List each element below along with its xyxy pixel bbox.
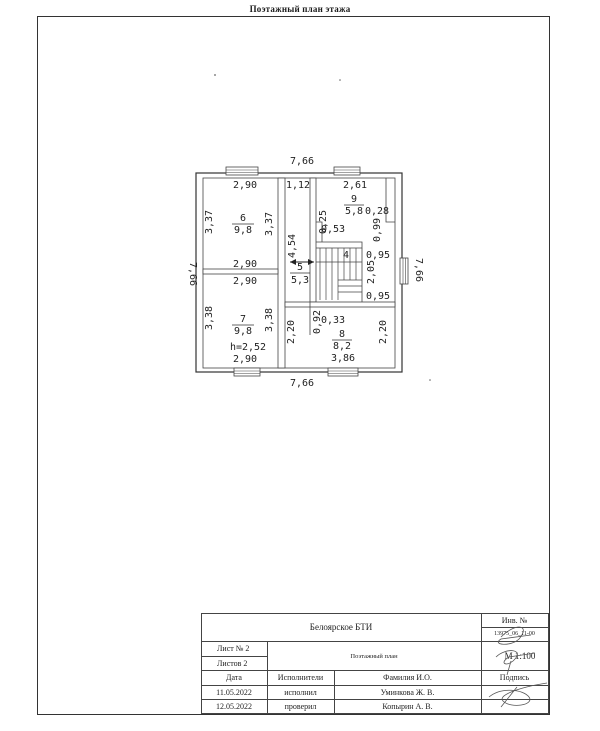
dim-right: 7,66 <box>413 258 424 282</box>
room9-dim-a: 0,28 <box>365 206 389 217</box>
page-title: Поэтажный план этажа <box>249 4 351 14</box>
stair-dim-c: 2,05 <box>366 260 377 284</box>
stamp-line <box>201 713 549 714</box>
wall-horizontal-left <box>202 268 279 275</box>
window-bottom-right <box>327 367 359 377</box>
room6-top-dim: 2,90 <box>233 180 257 191</box>
stamp-line <box>548 613 549 714</box>
drawing-frame <box>37 16 550 715</box>
sheets-total: Листов 2 <box>217 658 248 668</box>
scale: М 1:100 <box>504 651 536 661</box>
room6-right-dim: 3,37 <box>264 212 275 236</box>
stamp-line <box>201 641 549 642</box>
stamp-line <box>201 656 267 657</box>
stair-dim-d: 0,95 <box>366 291 390 302</box>
room7-bottom-dim: 2,90 <box>233 354 257 365</box>
room7-top-dim: 2,90 <box>233 276 257 287</box>
col-name: Фамилия И.О. <box>383 673 432 682</box>
window-top-right <box>333 166 361 176</box>
doc-title: Поэтажный план <box>350 652 398 660</box>
room5-side-dim: 4,54 <box>287 234 298 258</box>
room8-right-dim: 2,20 <box>378 320 389 344</box>
room9-area: 5,8 <box>345 206 363 217</box>
room8-left-dim: 2,20 <box>286 320 297 344</box>
room7-number: 7 <box>240 314 246 325</box>
frame-top-right <box>405 16 550 17</box>
room8-area: 8,2 <box>333 341 351 352</box>
stamp-line <box>201 699 549 700</box>
stamp-line <box>201 613 202 714</box>
title-block: Белоярское БТИ Инв. № 13975_06_11-00 Лис… <box>201 613 549 714</box>
room9-dim-c: 0,53 <box>321 224 345 235</box>
window-top-left <box>225 166 259 176</box>
wall-room9-notch <box>316 221 323 242</box>
col-executors: Исполнители <box>277 673 324 682</box>
signature-icon <box>488 626 548 708</box>
wall-room9-right <box>385 178 395 223</box>
speck-mark <box>214 74 216 76</box>
row1-name: Уминкова Ж. В. <box>380 687 435 697</box>
room8-dim-b: 0,33 <box>321 315 345 326</box>
room6-left-dim: 3,37 <box>204 210 215 234</box>
wall-room9-bottom <box>316 241 363 249</box>
room6-area: 9,8 <box>234 225 252 236</box>
wall-vertical-left <box>277 177 286 369</box>
row2-date: 12.05.2022 <box>216 701 252 711</box>
stair-dim-b: 0,95 <box>366 250 390 261</box>
stamp-line <box>267 641 268 670</box>
room5-number: 5 <box>297 262 303 273</box>
staircase <box>316 248 362 300</box>
room8-number: 8 <box>339 329 345 340</box>
row2-role: проверил <box>284 701 317 711</box>
room5-area: 5,3 <box>291 275 309 286</box>
room8-dim-a: 0,92 <box>312 310 323 334</box>
room9-dim-b: 0,25 <box>318 210 329 234</box>
room6-bottom-dim: 2,90 <box>233 259 257 270</box>
room9-number: 9 <box>351 194 357 205</box>
wall-vertical-mid <box>309 177 317 303</box>
col-date: Дата <box>226 673 242 682</box>
room5-top-dim: 1,12 <box>286 180 310 191</box>
org-name: Белоярское БТИ <box>309 622 373 632</box>
room7-right-dim: 3,38 <box>264 308 275 332</box>
row2-name: Копырин А. В. <box>382 701 433 711</box>
dim-bottom: 7,66 <box>290 378 314 389</box>
stamp-line <box>201 613 549 614</box>
room7-left-dim: 3,38 <box>204 306 215 330</box>
stamp-line <box>481 613 482 714</box>
stair-arrow-icon <box>290 259 314 265</box>
stamp-line <box>267 670 268 714</box>
col-signature: Подпись <box>499 673 530 682</box>
dim-top: 7,66 <box>290 156 314 167</box>
room9-top-dim: 2,61 <box>343 180 367 191</box>
room8-bottom-dim: 3,86 <box>331 353 355 364</box>
inv-value: 13975_06_11-00 <box>494 631 535 637</box>
frame-top-left <box>37 16 195 17</box>
stamp-line <box>334 670 335 714</box>
sheet-number: Лист № 2 <box>217 644 250 653</box>
room9-dim-d: 0,99 <box>372 218 383 242</box>
row1-date: 11.05.2022 <box>216 687 252 697</box>
stair-dim-a: 4 <box>343 250 349 261</box>
speck-mark <box>339 79 341 81</box>
wall-horizontal-right <box>284 301 396 308</box>
stamp-line <box>201 685 549 686</box>
speck-mark <box>429 379 431 381</box>
window-right <box>399 257 409 285</box>
row1-role: исполнил <box>284 687 317 697</box>
title-underline <box>195 16 405 17</box>
dim-left: 7,66 <box>187 262 198 286</box>
inv-label: Инв. № <box>501 615 528 625</box>
room6-number: 6 <box>240 213 246 224</box>
window-bottom-left <box>233 367 261 377</box>
stamp-line <box>201 670 549 671</box>
room7-height: h=2,52 <box>230 342 266 353</box>
room7-area: 9,8 <box>234 326 252 337</box>
